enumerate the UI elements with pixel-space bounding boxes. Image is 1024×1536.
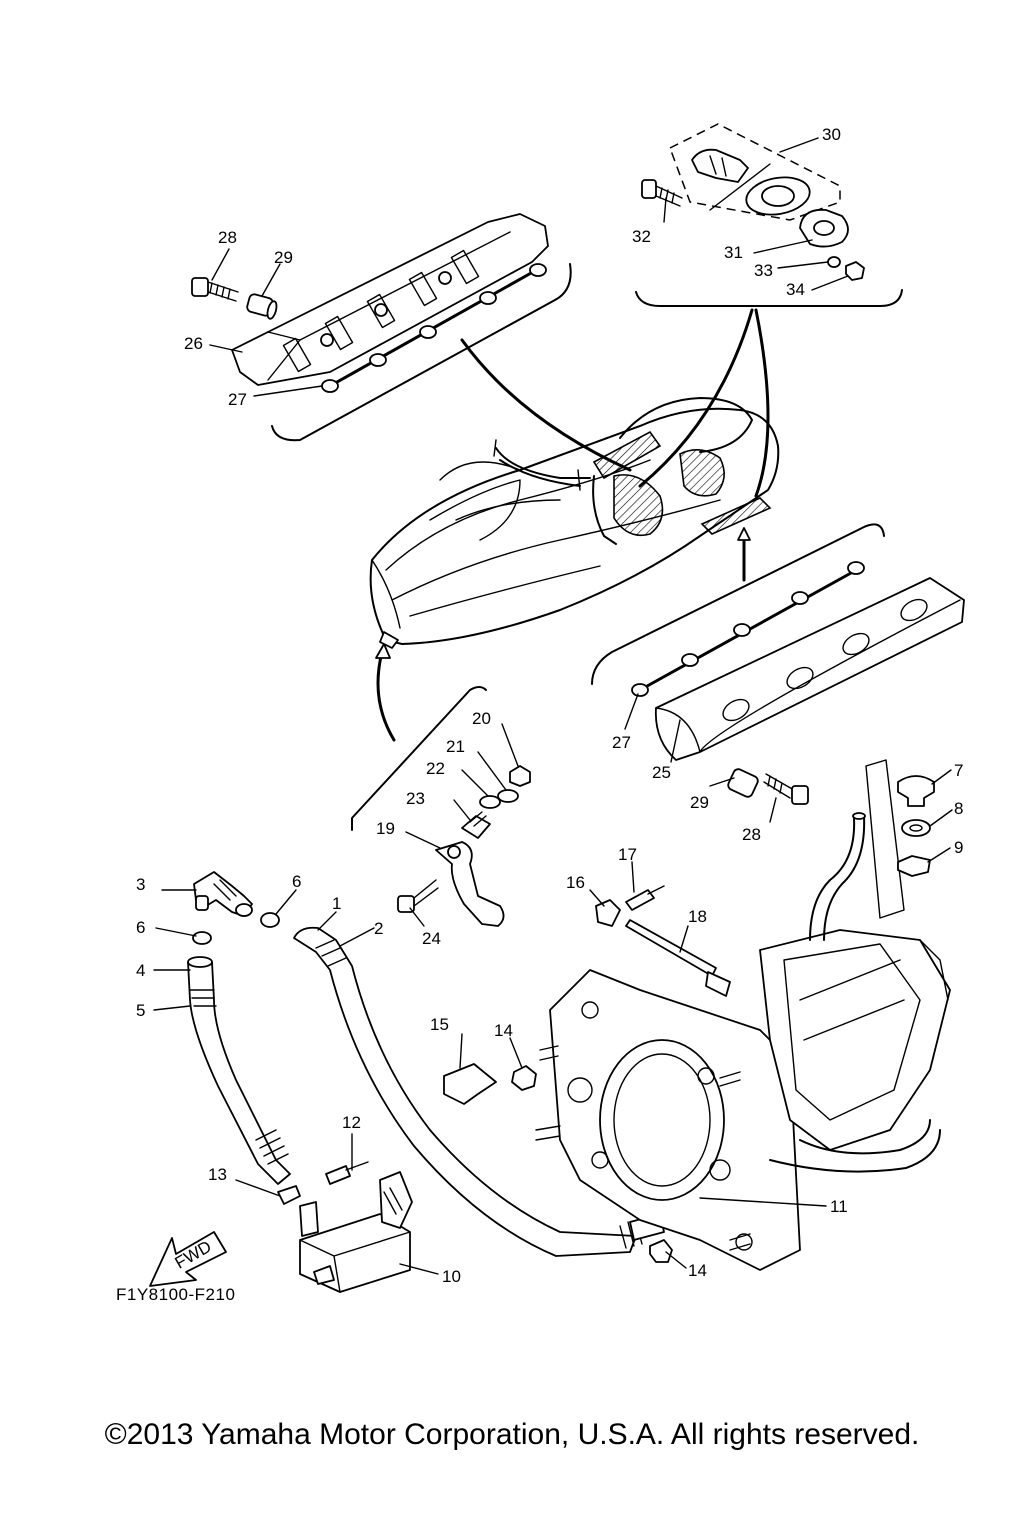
handle-bracket-group: [351, 686, 531, 927]
callout-27-upper: 27: [228, 390, 247, 409]
cover-15: [443, 1063, 497, 1105]
spacer-29-lower: [727, 768, 759, 798]
bolt-28-upper: [191, 277, 239, 302]
rail-studs: [321, 263, 547, 393]
washer-21: [497, 789, 519, 803]
callout-12: 12: [342, 1113, 361, 1132]
control-unit-10: [299, 1161, 413, 1293]
figure-code: F1Y8100-F210: [116, 1285, 235, 1304]
callout-31: 31: [724, 243, 743, 262]
washer-22: [479, 795, 501, 809]
washer-8: [901, 819, 931, 837]
left-side-rail: [231, 213, 549, 386]
washer-33: [827, 256, 841, 268]
callout-2: 2: [374, 919, 383, 938]
callout-15: 15: [430, 1015, 449, 1034]
clamp-13: [277, 1185, 301, 1205]
callout-28-upper: 28: [218, 228, 237, 247]
callout-labels: 28 29 26 27 30 32 31 33 34 27 25 29 28 7…: [136, 125, 963, 1286]
callout-14-lower: 14: [688, 1261, 707, 1280]
drain-plug-kit: [635, 123, 903, 307]
callout-5: 5: [136, 1001, 145, 1020]
callout-29-upper: 29: [274, 248, 293, 267]
handle-bracket: [435, 841, 505, 927]
rail-rod: [328, 266, 542, 388]
pump-housing: [535, 759, 951, 1271]
clamp-6-lower: [192, 931, 212, 945]
callout-34: 34: [786, 280, 805, 299]
callout-18: 18: [688, 907, 707, 926]
callout-19: 19: [376, 819, 395, 838]
clamp-6-upper: [260, 912, 280, 928]
bolt-32: [641, 179, 683, 207]
vent-fitting-3: [193, 871, 253, 917]
callout-22: 22: [426, 759, 445, 778]
callout-11: 11: [830, 1197, 848, 1216]
nut-14-upper: [511, 1065, 537, 1091]
callout-33: 33: [754, 261, 773, 280]
callout-27-lower: 27: [612, 733, 631, 752]
leader-curves: [375, 308, 770, 742]
bolt-23: [461, 811, 491, 839]
callout-6-lower: 6: [136, 918, 145, 937]
callout-10: 10: [442, 1267, 461, 1286]
rivet-17: [625, 889, 655, 911]
drain-plug-7-9: [897, 775, 935, 877]
hose-2: [293, 926, 637, 1257]
nut-14-lower: [649, 1239, 673, 1263]
callout-7: 7: [954, 761, 963, 780]
pin-12: [325, 1161, 369, 1185]
callout-13: 13: [208, 1165, 227, 1184]
fwd-arrow: FWD: [149, 1231, 227, 1287]
hose-group: [187, 871, 665, 1257]
callout-24: 24: [422, 929, 441, 948]
callout-1: 1: [332, 894, 341, 913]
clip-16: [595, 899, 621, 927]
callout-23: 23: [406, 789, 425, 808]
callout-leaders: [153, 137, 953, 1275]
callout-9: 9: [954, 838, 963, 857]
spacer-29-upper: [246, 293, 278, 320]
callout-14-upper: 14: [494, 1021, 513, 1040]
hose-5: [187, 961, 291, 1185]
nut-34: [845, 261, 865, 281]
callout-6-upper: 6: [292, 872, 301, 891]
callout-3: 3: [136, 875, 145, 894]
cable-tie-18: [625, 919, 731, 997]
callout-25: 25: [652, 763, 671, 782]
callout-4: 4: [136, 961, 145, 980]
nut-9: [897, 855, 931, 877]
callout-16: 16: [566, 873, 585, 892]
callout-8: 8: [954, 799, 963, 818]
callout-17: 17: [618, 845, 637, 864]
plug-7: [897, 775, 935, 807]
bolt-24: [397, 879, 439, 913]
left-rail-group: [191, 213, 572, 442]
callout-20: 20: [472, 709, 491, 728]
watercraft-hull: [369, 397, 780, 649]
callout-32: 32: [632, 227, 651, 246]
plug-lever: [691, 148, 749, 183]
callout-26: 26: [184, 334, 203, 353]
right-rail-group: [591, 523, 965, 805]
callout-21: 21: [446, 737, 465, 756]
callout-29-lower: 29: [690, 793, 709, 812]
callout-28-lower: 28: [742, 825, 761, 844]
callout-30: 30: [822, 125, 841, 144]
nut-20: [509, 765, 531, 787]
copyright-notice: ©2013 Yamaha Motor Corporation, U.S.A. A…: [104, 1418, 920, 1451]
bolt-28-lower: [763, 773, 809, 805]
small-parts: [443, 885, 731, 1263]
